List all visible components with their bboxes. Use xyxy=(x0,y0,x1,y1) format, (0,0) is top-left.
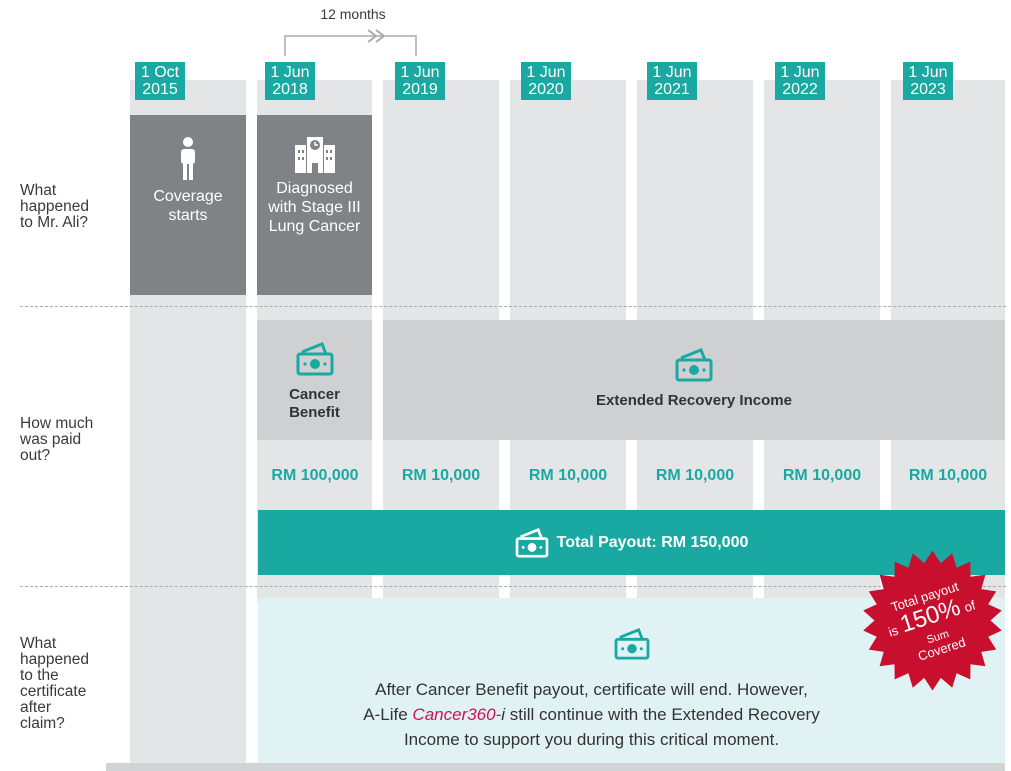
row-divider xyxy=(20,586,1006,587)
cancer-benefit-label: Cancer Benefit xyxy=(289,386,340,421)
hospital-icon xyxy=(294,137,335,173)
starburst-shape xyxy=(863,550,1002,691)
certificate-text: After Cancer Benefit payout, certificate… xyxy=(258,677,1005,752)
event-coverage-label: Coverage starts xyxy=(153,188,223,224)
brand-name: Cancer360-i xyxy=(412,705,506,724)
event-coverage-starts: Coverage starts xyxy=(130,115,246,295)
cancer-benefit-box: Cancer Benefit xyxy=(257,320,372,440)
row-label-what-happened: What happened to Mr. Ali? xyxy=(20,182,89,231)
period-bracket xyxy=(284,29,417,56)
certificate-line-3: Income to support you during this critic… xyxy=(403,730,780,749)
amount-2019: RM 10,000 xyxy=(401,467,481,484)
row-label-certificate: What happened to the certificate after c… xyxy=(20,635,89,732)
cash-icon xyxy=(614,628,649,660)
bottom-bar xyxy=(106,763,1005,771)
amount-2021: RM 10,000 xyxy=(655,467,735,484)
period-label: 12 months xyxy=(320,6,386,22)
event-diagnosis-label: Diagnosed with Stage III Lung Cancer xyxy=(268,180,361,235)
amount-2023: RM 10,000 xyxy=(908,467,988,484)
amount-2018: RM 100,000 xyxy=(271,467,359,484)
total-payout-label: Total Payout: RM 150,000 xyxy=(556,533,749,551)
amount-2022: RM 10,000 xyxy=(782,467,862,484)
total-payout-bar: Total Payout: RM 150,000 xyxy=(258,510,1005,575)
person-icon xyxy=(181,137,195,180)
amount-2020: RM 10,000 xyxy=(528,467,608,484)
event-diagnosis: Diagnosed with Stage III Lung Cancer xyxy=(257,115,372,295)
certificate-line-2: A-Life Cancer360-i still continue with t… xyxy=(363,705,820,724)
cash-icon xyxy=(515,527,548,558)
double-chevron-icon xyxy=(367,29,386,43)
cash-icon xyxy=(675,348,713,382)
row-label-how-much: How much was paid out? xyxy=(20,415,94,464)
row-divider xyxy=(20,306,1006,307)
certificate-line-1: After Cancer Benefit payout, certificate… xyxy=(375,680,808,699)
payout-starburst-badge: Total payout is 150% of Sum Covered xyxy=(860,548,1005,693)
extended-recovery-box: Extended Recovery Income xyxy=(383,320,1005,440)
cash-icon xyxy=(296,342,333,376)
extended-recovery-label: Extended Recovery Income xyxy=(596,392,792,409)
